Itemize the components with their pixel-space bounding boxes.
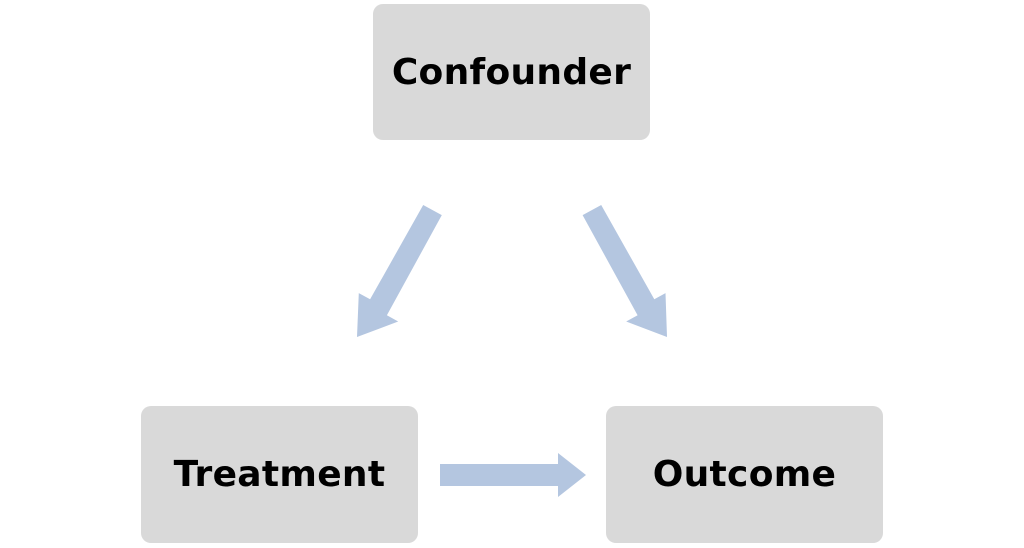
outcome-label: Outcome (652, 454, 837, 495)
treatment-label: Treatment (173, 454, 386, 495)
arrow-confounder-to-outcome (582, 205, 667, 337)
outcome-node: Outcome (606, 406, 883, 543)
confounder-label: Confounder (391, 51, 632, 93)
arrow-confounder-to-treatment (357, 205, 442, 337)
confounder-node: Confounder (373, 4, 650, 140)
arrow-treatment-to-outcome (440, 453, 586, 497)
treatment-node: Treatment (141, 406, 418, 543)
